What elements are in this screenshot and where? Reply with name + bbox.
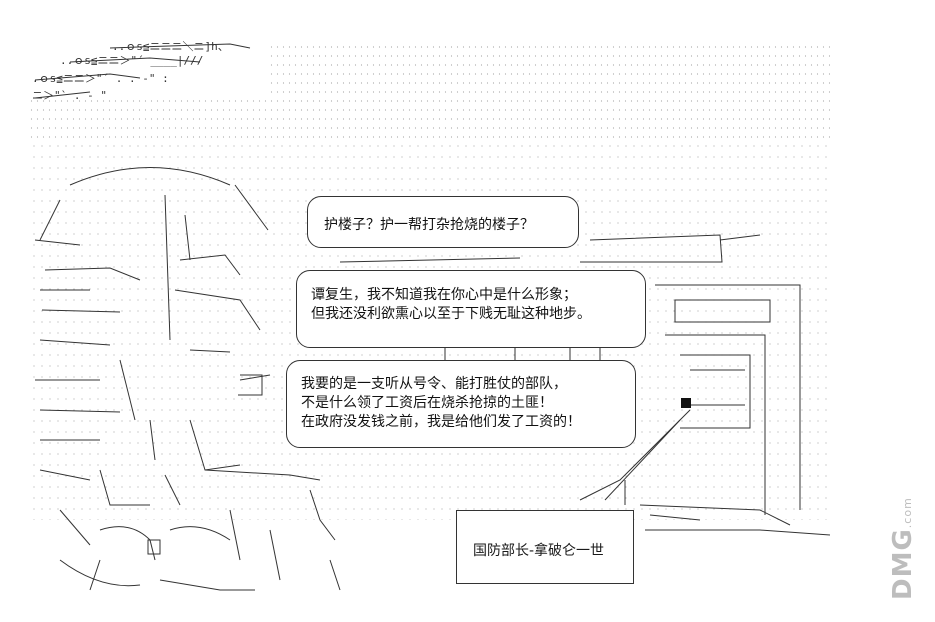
bubble-2-line-2: 但我还没利欲熏心以至于下贱无耻这种地步。: [311, 306, 591, 322]
bubble-3-line-2: 不是什么领了工资后在烧杀抢掠的土匪！: [301, 395, 553, 411]
svg-text:.ｏs≦ニニ＞"´ . . -" :: .ｏs≦ニニ＞"´ . . -" :: [32, 72, 169, 85]
watermark-logo: DMG.com: [888, 497, 918, 600]
speech-bubble-2: 谭复生，我不知道我在你心中是什么形象； 但我还没利欲熏心以至于下贱无耻这种地步。: [296, 270, 646, 348]
black-square-icon: [681, 398, 691, 408]
speech-bubble-1: 护楼子？护一帮打杂抢烧的楼子？: [307, 196, 579, 248]
bubble-3-line-1: 我要的是一支听从号令、能打胜仗的部队，: [301, 376, 567, 392]
ascii-art-header-lines: ..ｏs≦ニニニ＼ニ]h、 ..ｏs≦ニニ＞"´ ____|/// .ｏs≦ニニ…: [32, 40, 251, 102]
svg-text:..ｏs≦ニニニ＼ニ]h、: ..ｏs≦ニニニ＼ニ]h、: [112, 40, 229, 53]
bubble-3-line-3: 在政府没发钱之前，我是给他们发了工资的！: [301, 414, 581, 430]
caption-text: 国防部长-拿破仑一世: [473, 543, 605, 559]
bubble-2-line-1: 谭复生，我不知道我在你心中是什么形象；: [311, 287, 577, 303]
svg-text:ニ＞"` . - ": ニ＞"` . - ": [32, 89, 107, 102]
caption-box: 国防部长-拿破仑一世: [456, 510, 634, 584]
bubble-1-line-1: 护楼子？护一帮打杂抢烧的楼子？: [324, 217, 534, 233]
speech-bubble-3: 我要的是一支听从号令、能打胜仗的部队， 不是什么领了工资后在烧杀抢掠的土匪！ 在…: [286, 360, 636, 448]
ascii-art-soldier-figure: [34, 167, 341, 591]
watermark-sub: .com: [901, 497, 914, 529]
svg-text:..ｏs≦ニニ＞"´ ____|///: ..ｏs≦ニニ＞"´ ____|///: [60, 54, 203, 67]
watermark-main: DMG: [888, 528, 918, 600]
